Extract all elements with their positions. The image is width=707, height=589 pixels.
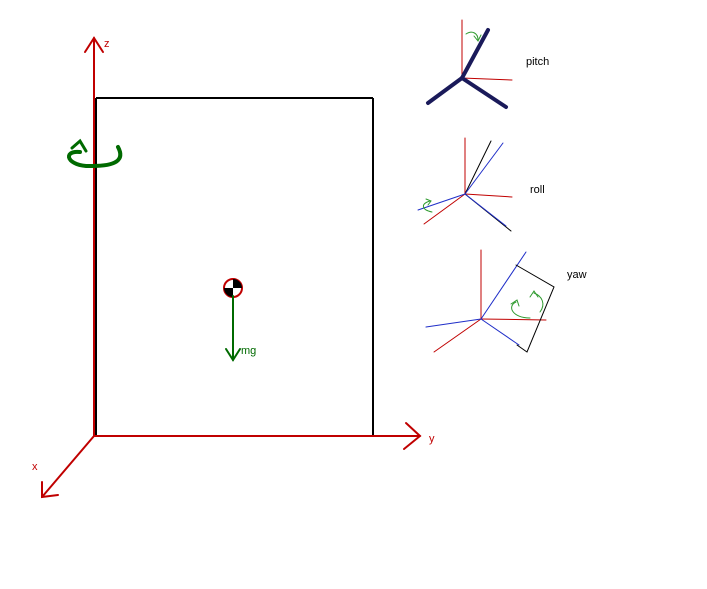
z-axis-label: z xyxy=(104,38,110,50)
x-axis-arrowhead xyxy=(41,481,59,499)
main-axes xyxy=(41,36,422,499)
z-axis-arrowhead xyxy=(84,36,104,53)
gravity-force-arrow xyxy=(225,295,241,362)
pitch-illustration xyxy=(426,19,513,109)
roll-illustration xyxy=(417,137,513,232)
pitch-label: pitch xyxy=(526,56,549,68)
y-axis-label: y xyxy=(429,433,435,445)
x-axis xyxy=(41,435,95,498)
body-outline xyxy=(95,97,374,435)
yaw-label: yaw xyxy=(567,269,587,281)
gravity-force-label: mg xyxy=(241,345,256,357)
x-axis-label: x xyxy=(32,461,38,473)
z-rotation-arrowhead xyxy=(70,138,88,153)
center-of-mass-symbol xyxy=(223,278,243,298)
z-rotation-arrow xyxy=(67,145,123,169)
roll-label: roll xyxy=(530,184,545,196)
yaw-illustration xyxy=(425,249,555,353)
y-axis-arrowhead xyxy=(403,422,422,450)
